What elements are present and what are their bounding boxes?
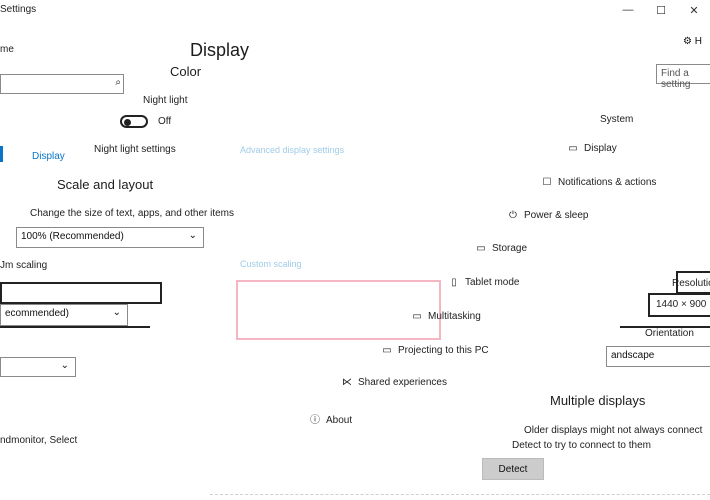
multitasking-icon: ▭ — [412, 311, 422, 322]
nav-item-notifications[interactable]: ☐ Notifications & actions — [540, 177, 657, 188]
frame-1 — [0, 282, 162, 304]
bottom-divider — [210, 494, 710, 495]
resolution-label: Resolutio — [672, 278, 710, 289]
resolution-value: 1440 × 900 — [656, 299, 707, 310]
nav-label: Tablet mode — [465, 277, 520, 288]
chevron-down-icon: ⌄ — [188, 230, 197, 241]
nav-item-power[interactable]: ⏻ Power & sleep — [506, 210, 588, 221]
nav-label: Multitasking — [428, 311, 481, 322]
scaling-value: ecommended) — [5, 308, 69, 319]
night-light-toggle[interactable] — [120, 115, 148, 128]
small-dropdown[interactable]: ⌄ — [0, 357, 76, 377]
nav-label: Power & sleep — [524, 210, 589, 221]
about-icon: ⓘ — [310, 415, 320, 426]
selected-indicator — [0, 146, 3, 162]
power-icon: ⏻ — [509, 210, 517, 221]
notification-icon: ☐ — [542, 177, 552, 188]
nav-label: Notifications & actions — [558, 177, 657, 188]
highlight-rectangle — [236, 280, 441, 340]
home-link-fragment[interactable]: me — [0, 44, 14, 55]
night-light-label: Night light — [143, 95, 188, 106]
chevron-down-icon: ⌄ — [112, 307, 121, 318]
advanced-text-fragment: ndmonitor, Select — [0, 435, 78, 446]
nav-label: Storage — [492, 243, 528, 254]
projecting-icon: ▭ — [382, 345, 392, 356]
multiple-displays-heading: Multiple displays — [550, 393, 646, 408]
nav-item-projecting[interactable]: ▭ Projecting to this PC — [380, 345, 489, 356]
maximize-button[interactable]: ☐ — [656, 5, 666, 17]
nav-item-multitasking[interactable]: ▭ Multitasking — [410, 311, 481, 322]
scale-heading: Scale and layout — [57, 177, 154, 192]
resolution-dropdown[interactable] — [648, 293, 710, 317]
search-setting-input[interactable]: Find a setting — [656, 64, 710, 90]
tablet-icon: ▯ — [451, 277, 457, 288]
chevron-down-icon: ⌄ — [60, 360, 69, 371]
orientation-dropdown[interactable]: andscape — [606, 346, 710, 367]
night-light-settings-link[interactable]: Night light settings — [94, 144, 176, 155]
scale-value: 100% (Recommended) — [21, 231, 124, 242]
orientation-label: Orientation — [645, 328, 694, 339]
scale-dropdown[interactable]: 100% (Recommended) ⌄ — [16, 227, 204, 248]
nav-item-display[interactable]: ▭ Display — [566, 143, 617, 154]
change-size-label: Change the size of text, apps, and other… — [30, 208, 235, 219]
detect-button[interactable]: Detect — [482, 458, 544, 480]
gear-icon: ⚙ — [683, 36, 692, 47]
nav-item-about[interactable]: ⓘ About — [308, 411, 352, 426]
home-label: H — [694, 36, 702, 47]
frame-line-2 — [620, 326, 710, 328]
nav-label: Projecting to this PC — [398, 345, 489, 356]
color-label: Color — [170, 64, 202, 79]
nav-label: Display — [584, 143, 617, 154]
search-icon: ⌕ — [115, 77, 121, 88]
window-title: Settings — [0, 4, 37, 15]
nav-item-tablet[interactable]: ▯ Tablet mode — [447, 277, 519, 288]
custom-scaling-link[interactable]: Custom scaling — [240, 259, 302, 269]
scaling-label-fragment: Jm scaling — [0, 260, 48, 271]
frame-line — [0, 326, 150, 328]
nav-item-storage[interactable]: ▭ Storage — [474, 243, 527, 254]
toggle-state-label: Off — [158, 116, 172, 127]
sidebar-item-display-fragment[interactable]: Display — [32, 151, 65, 162]
orientation-value: andscape — [611, 350, 655, 361]
home-fragment[interactable]: ⚙ H — [683, 36, 702, 47]
storage-icon: ▭ — [476, 243, 486, 254]
nav-header: System — [600, 114, 634, 125]
nav-item-shared[interactable]: ⋉ Shared experiences — [340, 377, 447, 388]
multiple-displays-text-1: Older displays might not always connect — [524, 425, 703, 436]
close-button[interactable]: ✕ — [689, 5, 699, 17]
scaling-dropdown-fragment[interactable]: ecommended) ⌄ — [0, 304, 128, 326]
toggle-knob — [124, 118, 131, 126]
search-placeholder: Find a setting — [661, 68, 691, 90]
display-heading: Display — [190, 40, 250, 60]
nav-label: About — [326, 415, 353, 426]
advanced-display-link[interactable]: Advanced display settings — [240, 145, 345, 155]
left-search-input[interactable]: ⌕ — [0, 74, 124, 94]
shared-icon: ⋉ — [342, 377, 352, 388]
multiple-displays-text-2: Detect to try to connect to them — [512, 440, 651, 451]
monitor-icon: ▭ — [568, 143, 578, 154]
minimize-button[interactable]: — — [622, 4, 634, 16]
nav-label: Shared experiences — [358, 377, 447, 388]
